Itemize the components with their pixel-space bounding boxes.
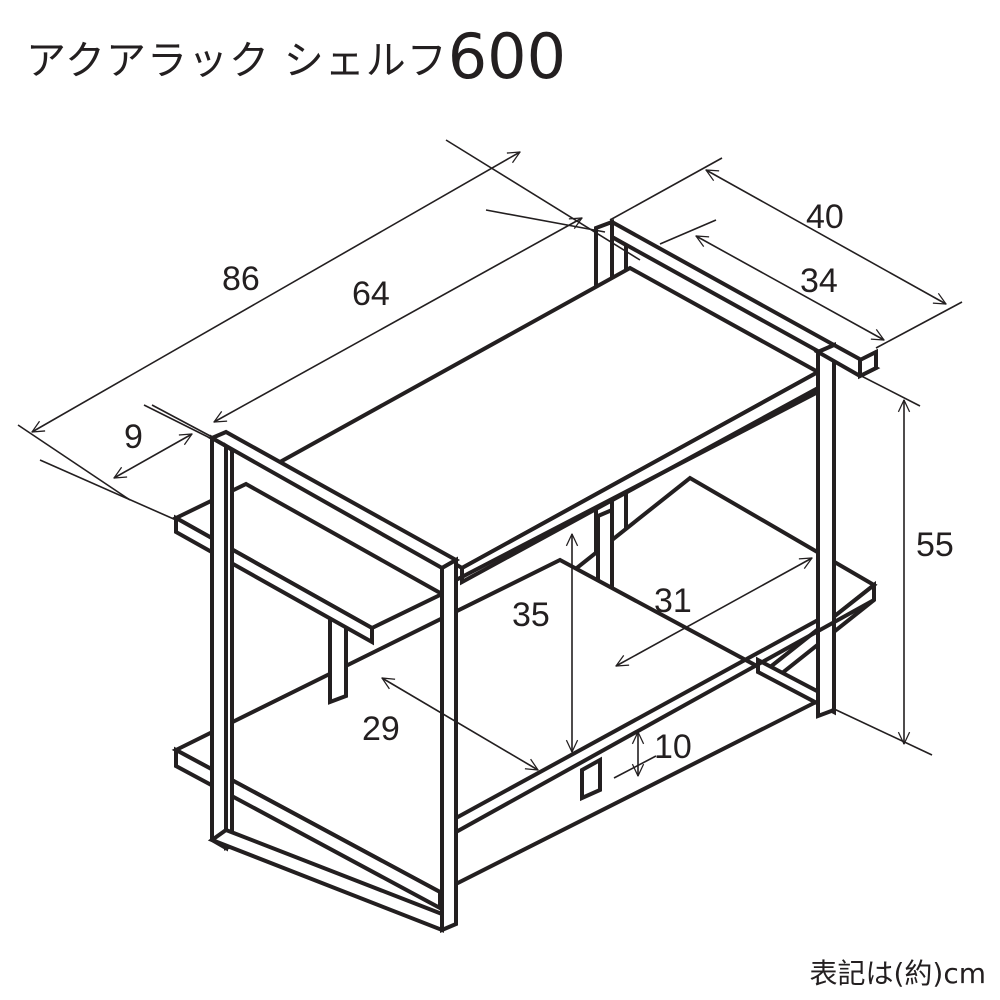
front-frame [207, 429, 461, 934]
right-frame [813, 341, 881, 719]
dim-label-inner-clearance: 35 [512, 596, 550, 634]
page-title: アクアラック シェルフ600 [26, 26, 566, 88]
dim-label-top-shelf-depth: 34 [800, 262, 838, 300]
dim-label-inner-width: 64 [352, 275, 390, 313]
dim-label-floor-clearance: 10 [654, 728, 692, 766]
dim-label-shelf-overhang: 9 [124, 418, 143, 456]
shelf-structure [171, 218, 881, 934]
dim-label-overall-width: 86 [222, 260, 260, 298]
dim-label-middle-shelf-depth: 31 [654, 582, 692, 620]
dim-label-overall-height: 55 [916, 526, 954, 564]
dimension-lines [17, 139, 963, 779]
unit-note: 表記は(約)cm [809, 957, 986, 990]
dim-label-overall-depth: 40 [806, 198, 844, 236]
dimension-labels: 86 64 9 40 34 55 35 29 31 10 [124, 198, 954, 766]
dim-label-lower-shelf-depth: 29 [362, 710, 400, 748]
title-product-name: アクアラック シェルフ [26, 38, 448, 84]
title-model-number: 600 [447, 20, 567, 93]
